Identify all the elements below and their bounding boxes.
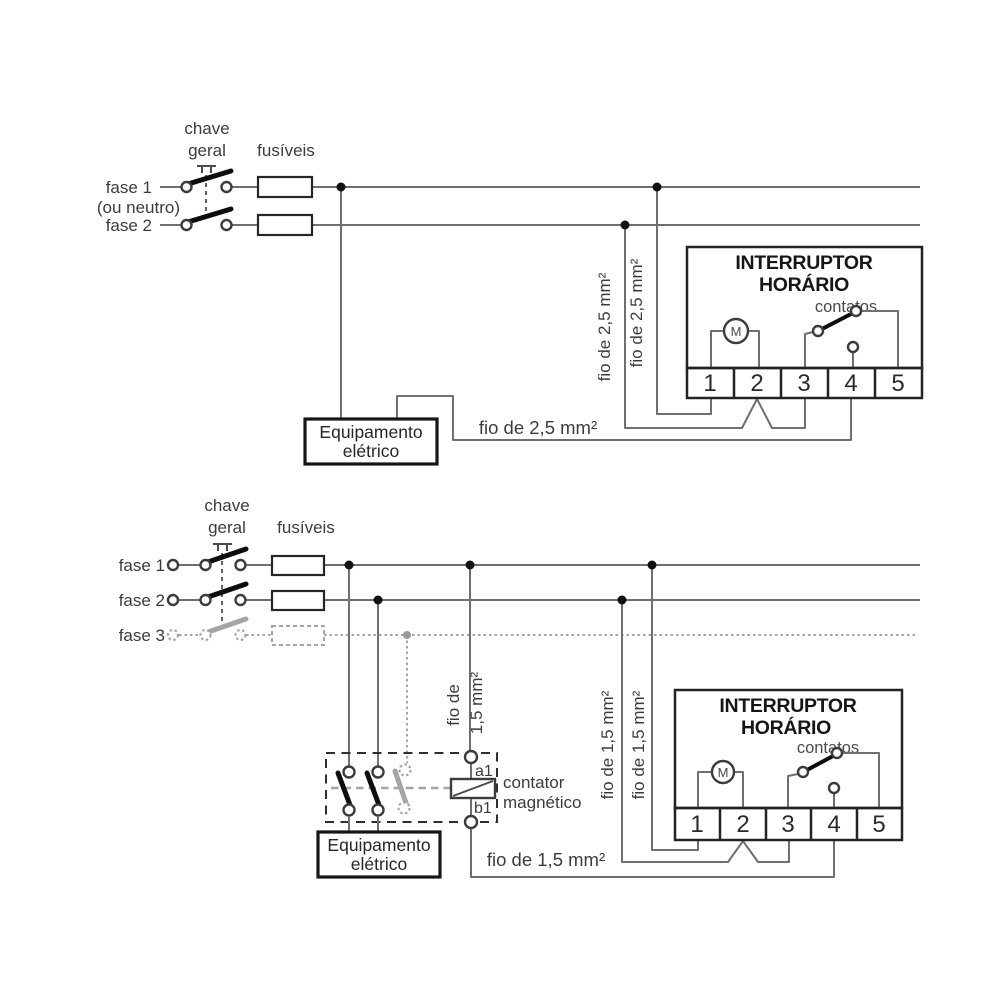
top-geral-label: geral (188, 141, 226, 160)
bottom-fuses (270, 554, 326, 646)
top-equip-line1: Equipamento (319, 422, 422, 442)
top-ou-neutro-label: (ou neutro) (97, 198, 180, 217)
top-fusiveis-label: fusíveis (257, 141, 315, 160)
bottom-time-switch-box: INTERRUPTOR HORÁRIO contatos M (673, 688, 904, 842)
bottom-fusiveis-label: fusíveis (277, 518, 335, 537)
top-time-switch-box: INTERRUPTOR HORÁRIO contatos M (685, 245, 924, 400)
bottom-fio-mid-line2: 1,5 mm² (467, 671, 486, 734)
top-terminal-3: 3 (797, 370, 810, 397)
bottom-fase1-label: fase 1 (119, 556, 165, 575)
bottom-terminal-5: 5 (872, 811, 885, 838)
bottom-equipment-box: Equipamento elétrico (316, 830, 442, 879)
bottom-equip-line2: elétrico (351, 854, 407, 874)
bottom-terminal-1: 1 (690, 811, 703, 838)
top-terminal-5: 5 (891, 370, 904, 397)
bottom-title-line2: HORÁRIO (741, 716, 831, 739)
bottom-motor-symbol: M (697, 759, 744, 808)
top-terminal-4: 4 (844, 370, 857, 397)
bottom-main-switch (199, 543, 249, 642)
bottom-motor-letter: M (718, 765, 729, 780)
contactor-coil: a1 b1 (449, 749, 497, 830)
bottom-chave-label: chave (204, 496, 249, 515)
diagram-two-phase: chave geral fusíveis fase 1 (ou neutro) … (97, 119, 924, 466)
top-fase2-label: fase 2 (106, 216, 152, 235)
top-fio-vertical-1: fio de 2,5 mm² (595, 272, 614, 381)
top-fio-horizontal: fio de 2,5 mm² (479, 417, 597, 438)
top-phase-lines (160, 186, 920, 226)
top-equip-line2: elétrico (343, 441, 399, 461)
top-terminal-1: 1 (703, 370, 716, 397)
bottom-fase2-label: fase 2 (119, 591, 165, 610)
top-title-line2: HORÁRIO (759, 273, 849, 296)
bottom-contatos-label: contatos (797, 739, 859, 757)
top-motor-symbol: M (710, 317, 760, 368)
top-contatos-label: contatos (815, 298, 877, 316)
bottom-terminal-3: 3 (781, 811, 794, 838)
top-title-line1: INTERRUPTOR (735, 252, 872, 274)
top-terminal-strip: 1 2 3 4 5 (685, 366, 924, 400)
bottom-fase3-label: fase 3 (119, 626, 165, 645)
contactor-magnetic: a1 b1 contator magnético (325, 749, 581, 832)
top-main-switch (180, 165, 234, 232)
bottom-title-line1: INTERRUPTOR (719, 695, 856, 717)
top-terminal-2: 2 (750, 370, 763, 397)
top-equipment-box: Equipamento elétrico (303, 417, 439, 466)
bottom-fio-horizontal: fio de 1,5 mm² (487, 849, 605, 870)
bottom-geral-label: geral (208, 518, 246, 537)
top-motor-letter: M (731, 324, 742, 339)
top-fio-vertical-2: fio de 2,5 mm² (627, 258, 646, 367)
bottom-terminal-2: 2 (736, 811, 749, 838)
top-fase1-label: fase 1 (106, 178, 152, 197)
bottom-fio-vertical-2: fio de 1,5 mm² (629, 690, 648, 799)
top-chave-label: chave (184, 119, 229, 138)
top-drop-wires (336, 182, 852, 441)
coil-a1-label: a1 (475, 763, 493, 780)
bottom-contact-set (787, 746, 880, 808)
contactor-label-line2: magnético (503, 793, 581, 812)
contactor-label-line1: contator (503, 773, 565, 792)
top-fuses (256, 175, 314, 237)
bottom-fio-vertical-1: fio de 1,5 mm² (598, 690, 617, 799)
bottom-terminal-4: 4 (827, 811, 840, 838)
bottom-terminal-strip: 1 2 3 4 5 (673, 806, 904, 842)
diagram-three-phase: chave geral fusíveis fase 1 fase 2 fase … (119, 496, 920, 879)
coil-b1-label: b1 (474, 800, 492, 817)
bottom-equip-line1: Equipamento (327, 835, 430, 855)
bottom-fio-mid-line1: fio de (444, 684, 463, 726)
top-contact-set (804, 304, 899, 368)
